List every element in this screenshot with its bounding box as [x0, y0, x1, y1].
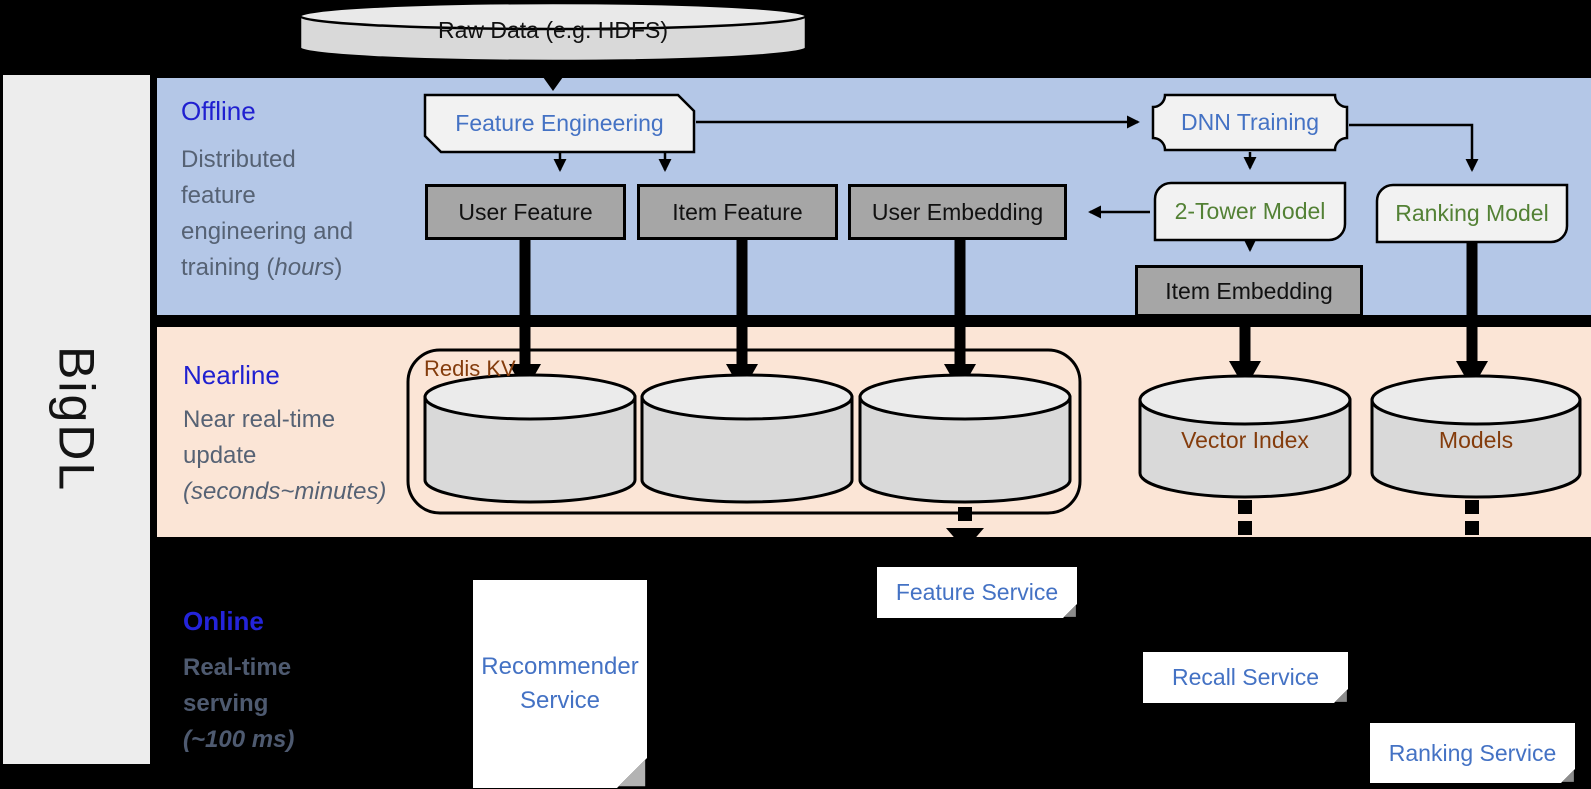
recall-service-label: Recall Service	[1143, 652, 1348, 703]
user-embedding-node: User Embedding	[848, 184, 1067, 240]
offline-desc-line4: training (hours)	[181, 254, 343, 281]
thick-arrow-item-feature-to-kv	[726, 240, 758, 392]
raw-data-cylinder	[298, 1, 808, 63]
vector-index-cylinder	[1138, 374, 1352, 499]
recommender-service-label: Recommender Service	[473, 580, 647, 788]
dashed-link-vector-index-to-recall	[1238, 500, 1252, 535]
item-feature-label: Item Feature	[672, 198, 803, 225]
offline-description: Distributed feature engineering and trai…	[181, 142, 353, 286]
feature-engineering-shape	[423, 93, 696, 154]
online-description: Real-time serving (~100 ms)	[183, 650, 294, 758]
user-feature-label: User Feature	[458, 198, 593, 225]
dnn-training-shape	[1151, 93, 1349, 152]
user-embedding-label: User Embedding	[871, 198, 1044, 225]
feature-service-node: Feature Service	[877, 567, 1077, 618]
arrow-dnn-to-ranking-model	[1349, 123, 1479, 172]
offline-desc-line3: engineering and	[181, 218, 354, 245]
dashed-link-models-to-ranking	[1465, 500, 1479, 535]
nearline-desc-line3: (seconds~minutes)	[183, 478, 387, 505]
two-tower-model-label: 2-Tower Model	[1174, 198, 1326, 224]
arrow-rawdata-to-feature-engineering	[538, 61, 568, 91]
online-desc-line3: (~100 ms)	[183, 726, 295, 753]
ranking-model-label: Ranking Model	[1395, 200, 1549, 226]
nearline-desc-line1: Near real-time	[183, 406, 336, 433]
item-embedding-label: Item Embedding	[1165, 277, 1333, 304]
feature-service-label: Feature Service	[877, 567, 1077, 618]
kv-cylinder-1	[423, 373, 637, 504]
redis-kv-label: Redis KV	[424, 356, 516, 381]
redis-kv-container	[406, 348, 1082, 515]
raw-data-label: Raw Data (e.g. HDFS)	[437, 16, 669, 43]
kv-cylinder-3	[858, 373, 1072, 504]
feature-engineering-label: Feature Engineering	[455, 110, 664, 136]
recall-service-fold-corner	[1335, 690, 1347, 702]
bigdl-sidebar: BigDL	[3, 75, 150, 764]
offline-title: Offline	[181, 96, 256, 126]
online-desc-line2: serving	[183, 690, 269, 717]
recommender-service-node: Recommender Service	[473, 580, 647, 788]
ranking-model-shape	[1375, 183, 1569, 244]
ranking-service-label: Ranking Service	[1370, 723, 1575, 783]
nearline-desc-line2: update	[183, 442, 257, 469]
offline-desc-line1: Distributed	[181, 146, 296, 173]
two-tower-model-shape	[1153, 181, 1347, 242]
models-label: Models	[1438, 426, 1514, 453]
item-feature-node: Item Feature	[637, 184, 838, 240]
thick-arrow-ranking-model-to-models	[1456, 243, 1488, 389]
nearline-description: Near real-time update (seconds~minutes)	[183, 402, 386, 510]
item-embedding-node: Item Embedding	[1135, 265, 1363, 317]
bigdl-logo: BigDL	[48, 346, 105, 493]
nearline-title: Nearline	[183, 360, 280, 390]
offline-desc-line2: feature	[181, 182, 256, 209]
recall-service-node: Recall Service	[1143, 652, 1348, 703]
online-desc-line1: Real-time	[183, 654, 292, 681]
ranking-service-fold-corner	[1562, 770, 1574, 782]
arrow-kv-to-feature-service	[946, 507, 984, 550]
feature-service-fold-corner	[1064, 605, 1076, 617]
user-feature-node: User Feature	[425, 184, 626, 240]
dnn-training-label: DNN Training	[1180, 109, 1320, 135]
kv-cylinder-2	[640, 373, 854, 504]
models-cylinder	[1370, 374, 1582, 499]
ranking-service-node: Ranking Service	[1370, 723, 1575, 783]
thick-arrow-user-embedding-to-kv	[944, 240, 976, 392]
vector-index-label: Vector Index	[1181, 426, 1309, 453]
online-title: Online	[183, 606, 264, 636]
